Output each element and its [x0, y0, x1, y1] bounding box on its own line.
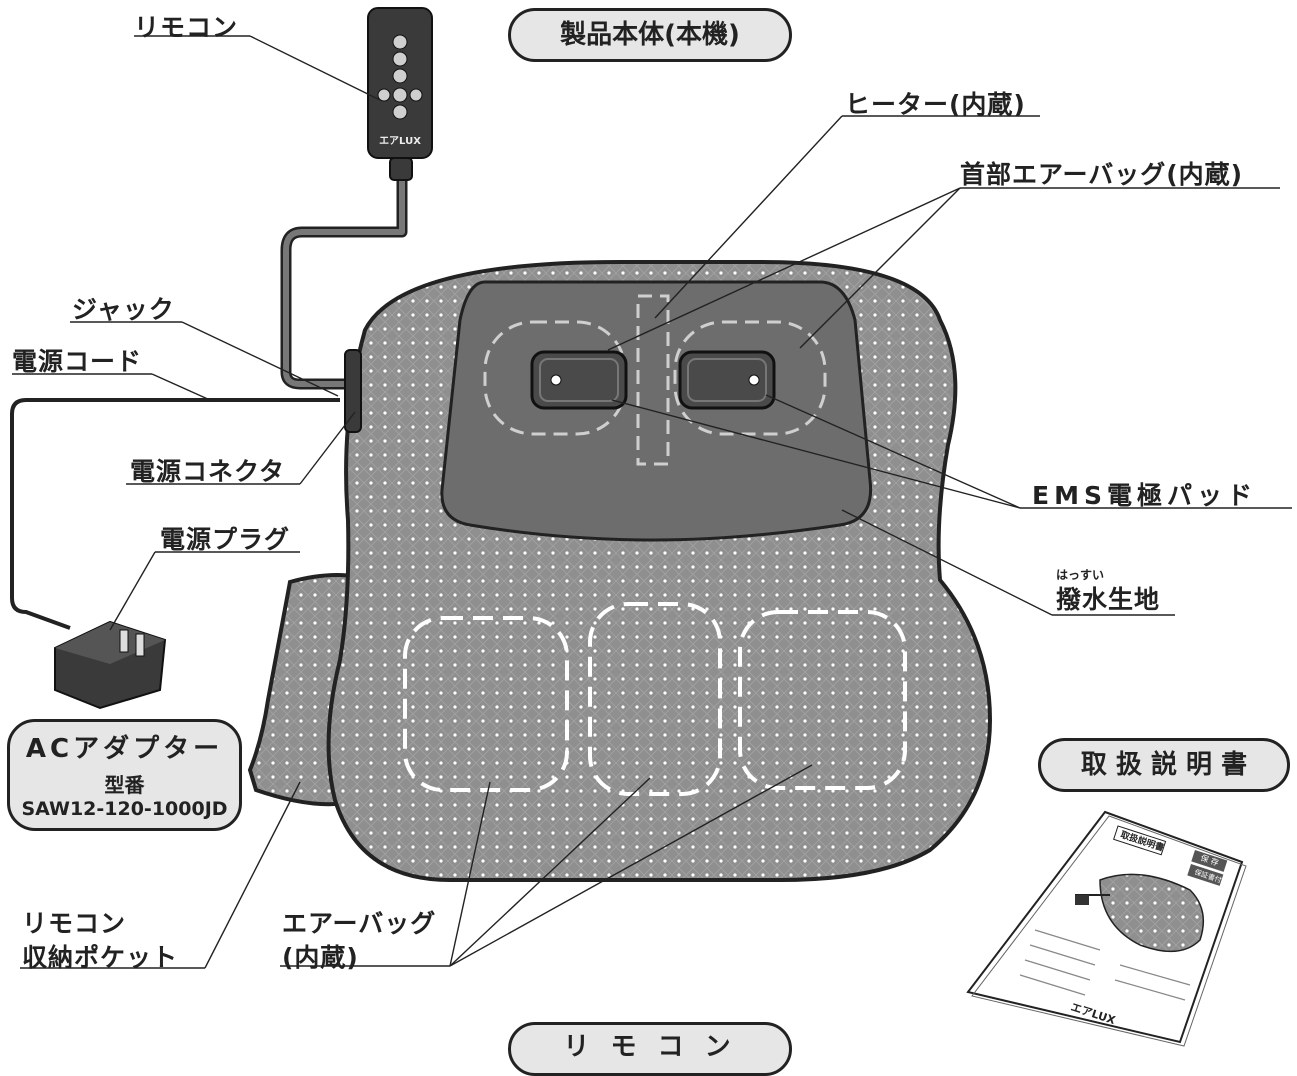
strength-button — [392, 68, 408, 84]
label-pocket-1: リモコン — [22, 909, 127, 938]
label-pocket-2: 収納ポケット — [22, 943, 179, 972]
ems-pad-left — [530, 350, 628, 410]
label-model: 型番 — [104, 773, 145, 797]
label-power-cord: 電源コード — [12, 347, 143, 376]
manual-illustration: 取扱説明書 保 存 保証書付 エアLUX — [966, 810, 1247, 1047]
minus-button — [377, 88, 391, 102]
power-cord-line — [10, 398, 340, 630]
remote-control: エアLUX — [367, 7, 433, 181]
label-ac-adapter: ACアダプター — [25, 734, 224, 764]
ac-adapter-illustration — [54, 620, 167, 710]
section-remote: リ モ コ ン — [508, 1022, 792, 1076]
label-power-plug: 電源プラグ — [160, 525, 291, 554]
product-title: 製品本体(本機) — [508, 8, 792, 62]
label-heater: ヒーター(内蔵) — [845, 90, 1026, 119]
label-remote: リモコン — [134, 13, 239, 42]
label-model-number: SAW12-120-1000JD — [21, 798, 228, 820]
label-neck-airbag: 首部エアーバッグ(内蔵) — [960, 160, 1244, 189]
power-button — [392, 34, 408, 50]
air-button — [392, 51, 408, 67]
label-airbag-2: (内蔵) — [282, 943, 359, 972]
ems-pad-right — [678, 350, 776, 410]
label-ems-pad: EMS電極パッド — [1032, 481, 1257, 510]
center-panel — [440, 280, 873, 542]
plus-button — [409, 88, 423, 102]
label-fabric: 撥水生地 — [1056, 585, 1161, 614]
remote-brand: エアLUX — [379, 135, 421, 147]
connector — [344, 349, 362, 433]
label-fabric-ruby: はっすい — [1056, 568, 1105, 582]
label-airbag-1: エアーバッグ — [282, 909, 437, 938]
label-jack: ジャック — [72, 295, 175, 324]
ems-button — [392, 87, 408, 103]
diagram: エアLUX — [7, 7, 1292, 1076]
product-illustration: エアLUX — [10, 7, 1292, 1047]
ac-adapter-box: ACアダプター 型番 SAW12-120-1000JD — [7, 719, 242, 831]
heat-button — [392, 104, 408, 120]
section-manual: 取 扱 説 明 書 — [1038, 738, 1290, 792]
label-power-connector: 電源コネクタ — [130, 457, 286, 486]
